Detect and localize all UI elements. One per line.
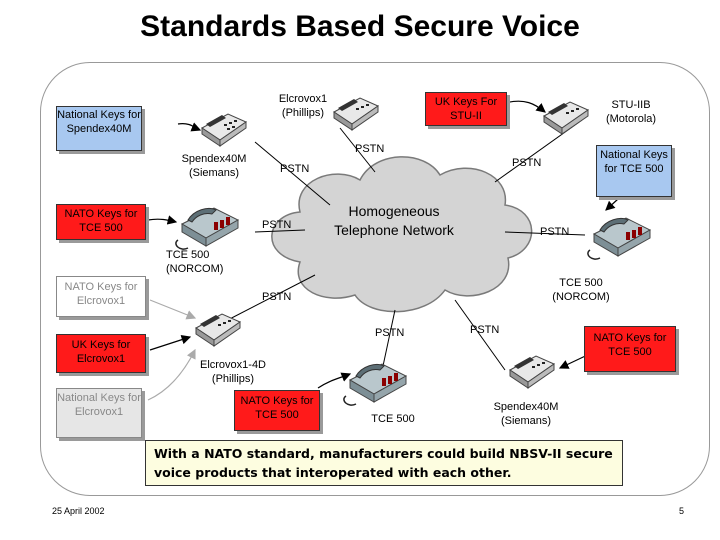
pstn-label: PSTN [262,291,292,303]
pstn-label: PSTN [512,157,542,169]
key-box-nato-tce-right: NATO Keys for TCE 500 [584,326,676,372]
pstn-label: PSTN [280,163,310,175]
pstn-label: PSTN [470,324,500,336]
pstn-label: PSTN [375,327,405,339]
label-tce500-norcom-right: TCE 500 (NORCOM) [552,277,610,303]
key-box-uk-stu: UK Keys For STU-II [425,92,507,126]
label-elcrovox1-4d: Elcrovox1-4D (Phillips) [199,359,267,385]
pstn-label: PSTN [540,226,570,238]
key-box-nato-tce-left: NATO Keys for TCE 500 [56,204,146,240]
label-spendex40m-bottom: Spendex40M (Siemans) [493,401,559,427]
desk-phone-icon [509,355,556,389]
desk-phone-icon [333,97,380,131]
label-spendex40m-top: Spendex40M (Siemans) [181,153,247,179]
key-box-nato-elcrovox: NATO Keys for Elcrovox1 [56,276,146,317]
pstn-label: PSTN [262,219,292,231]
label-tce500-norcom-left: TCE 500 (NORCOM) [166,249,224,275]
pstn-label: PSTN [355,143,385,155]
key-box-nato-tce-bottom: NATO Keys for TCE 500 [234,390,320,431]
slide-title: Standards Based Secure Voice [140,10,580,43]
desk-phone-icon [201,113,248,147]
desk-phone-icon [195,313,242,347]
key-box-national-spendex: National Keys for Spendex40M [56,106,142,151]
diagram-frame [40,62,710,496]
cloud-label: Homogeneous Telephone Network [334,203,454,238]
label-elcrovox1-phillips: Elcrovox1 (Phillips) [278,93,328,119]
secure-phone-icon [343,363,408,406]
cloud-icon [271,156,533,313]
desk-phone-icon [543,101,590,135]
key-box-national-elcrovox: National Keys for Elcrovox1 [56,388,142,438]
label-tce500-bottom: TCE 500 [371,413,415,425]
callout-note: With a NATO standard, manufacturers coul… [145,440,623,486]
page-number: 5 [678,506,684,516]
footer-date: 25 April 2002 [52,506,105,516]
label-stu-iib: STU-IIB (Motorola) [605,99,657,125]
key-box-uk-elcrovox: UK Keys for Elcrovox1 [56,334,146,373]
secure-phone-icon [175,207,240,250]
key-box-national-tce: National Keys for TCE 500 [596,145,672,197]
secure-phone-icon [587,217,652,260]
